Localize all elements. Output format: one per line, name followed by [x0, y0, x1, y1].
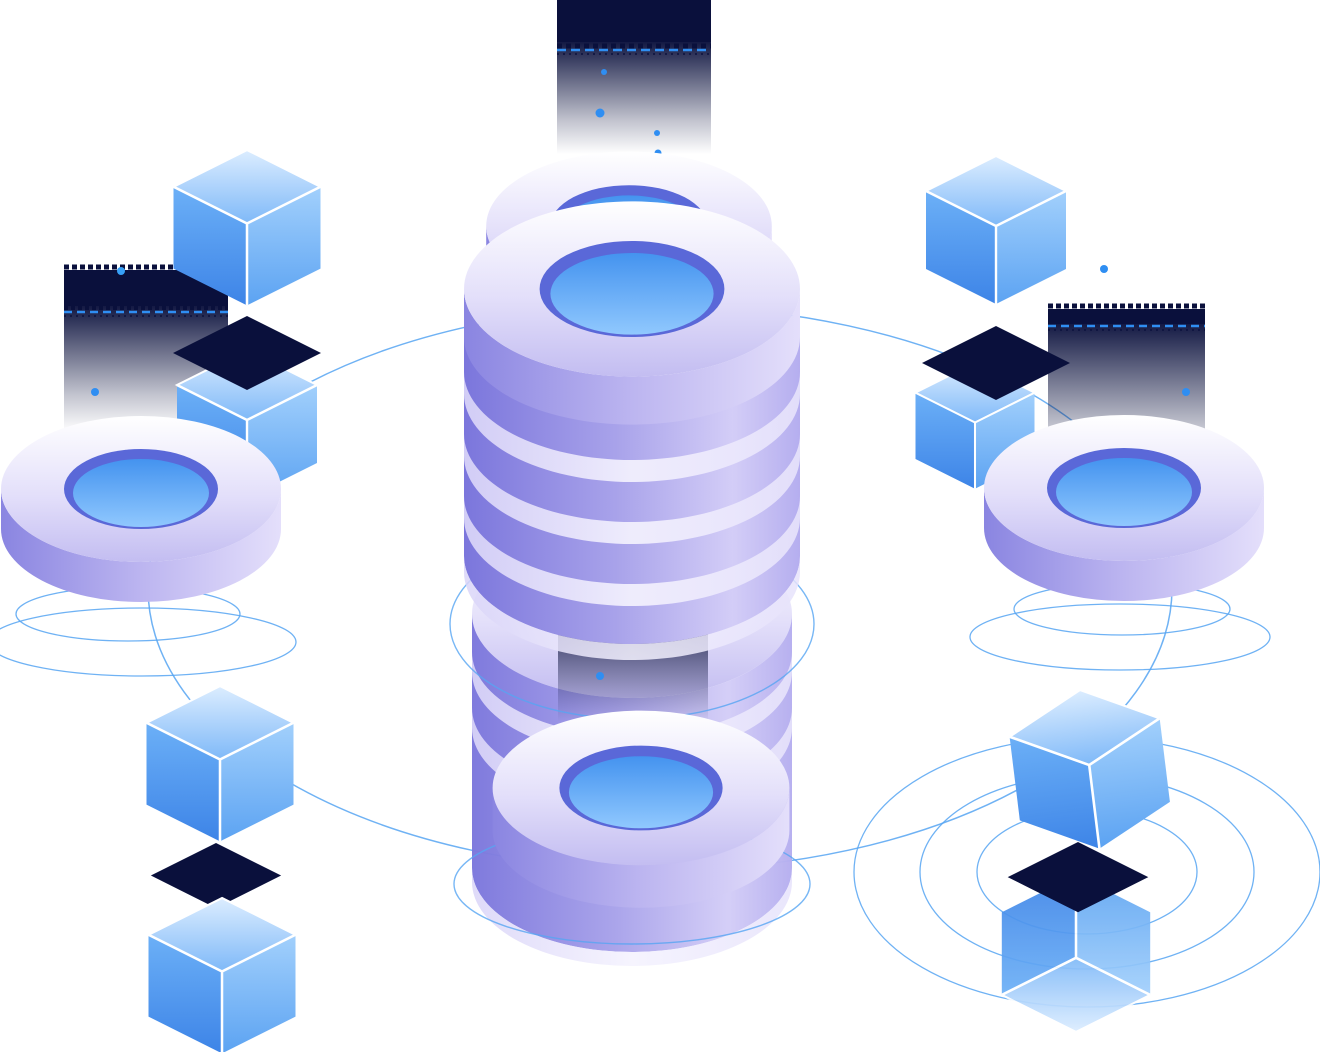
data-panel-top	[557, 0, 711, 157]
cube-bottom-left-upper	[145, 684, 295, 843]
ring-right-group	[969, 415, 1271, 671]
cube-bottom-left-lower	[147, 896, 297, 1052]
upper-stack-rim	[464, 556, 800, 660]
ring-front-lower	[492, 710, 790, 908]
floating-dot	[601, 69, 607, 75]
diamond-bottom-left	[150, 843, 282, 909]
under-orbit	[0, 607, 297, 677]
ring-left	[1, 416, 281, 602]
data-panel-left	[64, 264, 228, 432]
main-top-ring	[464, 201, 800, 425]
floating-dot	[596, 672, 604, 680]
upper-stack-band	[464, 372, 800, 482]
floating-dot	[1182, 388, 1190, 396]
upper-stack-band	[464, 434, 800, 544]
floating-dot	[91, 388, 99, 396]
under-orbit	[969, 603, 1271, 671]
database-upper-stack	[464, 151, 800, 660]
floating-dot	[595, 108, 605, 118]
floating-dot	[1100, 265, 1108, 273]
cube-right-upper	[924, 154, 1068, 306]
cube-column-bottom-left	[145, 684, 297, 1052]
lower-stack-rim	[472, 868, 792, 966]
floating-dot	[117, 267, 125, 275]
cube-group-bottom-right	[1000, 679, 1176, 1034]
panel-solid	[1048, 309, 1205, 324]
cube-bottom-right-upper	[1003, 679, 1176, 860]
floating-dot	[654, 130, 660, 136]
upper-stack-band	[464, 496, 800, 606]
panel-solid	[557, 0, 711, 42]
ring-left-group	[0, 416, 297, 677]
ring-right	[984, 415, 1264, 601]
ring-front-lower-group	[492, 710, 790, 908]
panel-fade	[557, 42, 711, 154]
